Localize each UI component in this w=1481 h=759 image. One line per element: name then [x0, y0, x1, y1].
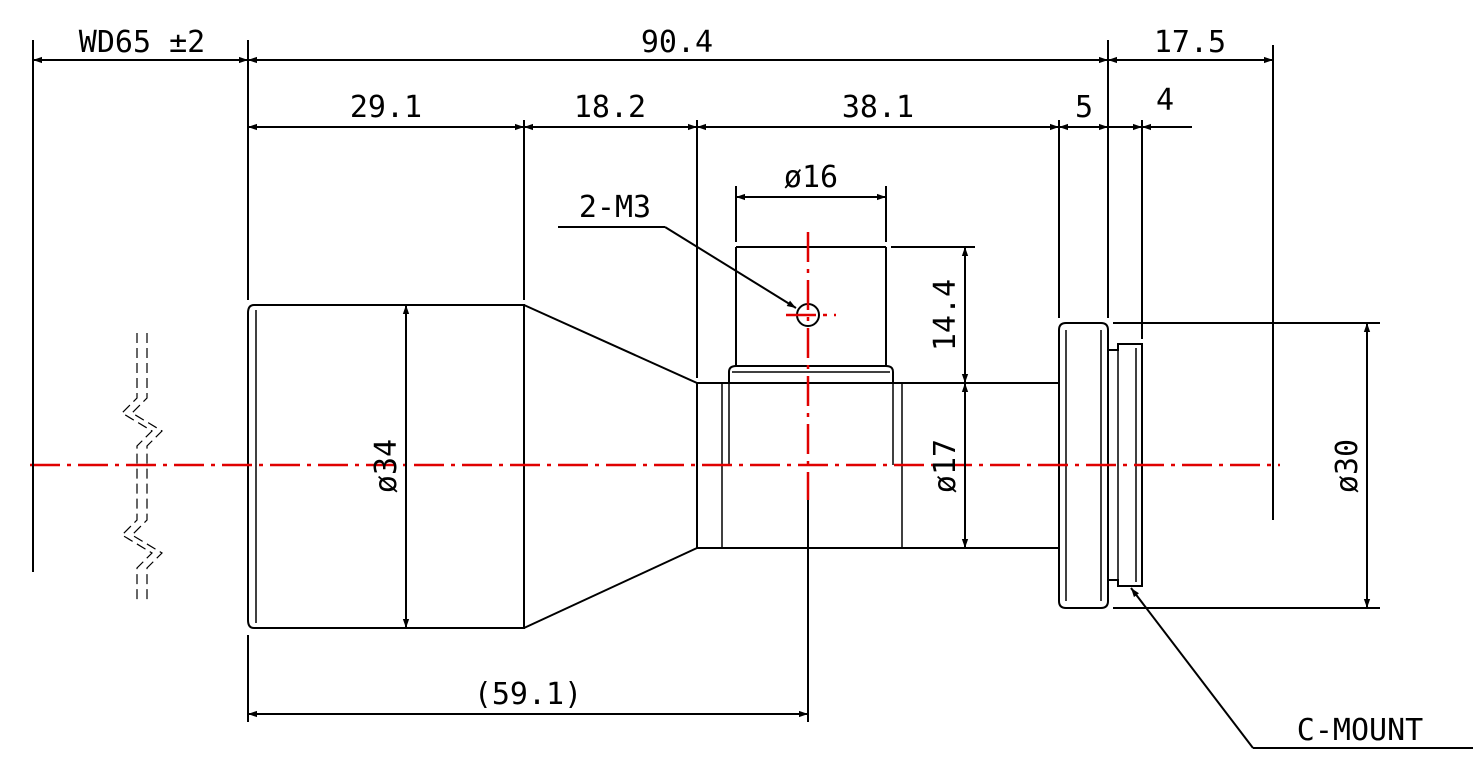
label-wd: WD65 ±2 — [79, 25, 205, 60]
label-tube-dia: ø17 — [928, 439, 963, 493]
lens-outline — [247, 246, 1143, 629]
break-lines — [121, 333, 163, 600]
label-thread: 4 — [1156, 83, 1174, 118]
extension-lines — [32, 40, 1380, 722]
label-overall: 90.4 — [641, 25, 713, 60]
dimension-labels: WD65 ±2 90.4 17.5 29.1 18.2 38.1 5 4 ø16… — [79, 25, 1423, 748]
label-front-dia: ø34 — [369, 439, 404, 493]
label-flange: 5 — [1075, 90, 1093, 125]
label-seg1: 29.1 — [350, 90, 422, 125]
center-lines — [30, 232, 1280, 500]
leader-lines — [558, 226, 1473, 749]
label-mount-type: C-MOUNT — [1297, 713, 1423, 748]
label-seg3: 38.1 — [842, 90, 914, 125]
label-rear: 17.5 — [1154, 25, 1226, 60]
label-mount-dia: ø30 — [1330, 439, 1365, 493]
label-ref-length: (59.1) — [474, 677, 582, 712]
label-boss-height: 14.4 — [928, 279, 963, 351]
label-boss-dia: ø16 — [784, 160, 838, 195]
label-seg2: 18.2 — [574, 90, 646, 125]
label-screw: 2-M3 — [579, 190, 651, 225]
dimension-lines — [33, 56, 1371, 718]
